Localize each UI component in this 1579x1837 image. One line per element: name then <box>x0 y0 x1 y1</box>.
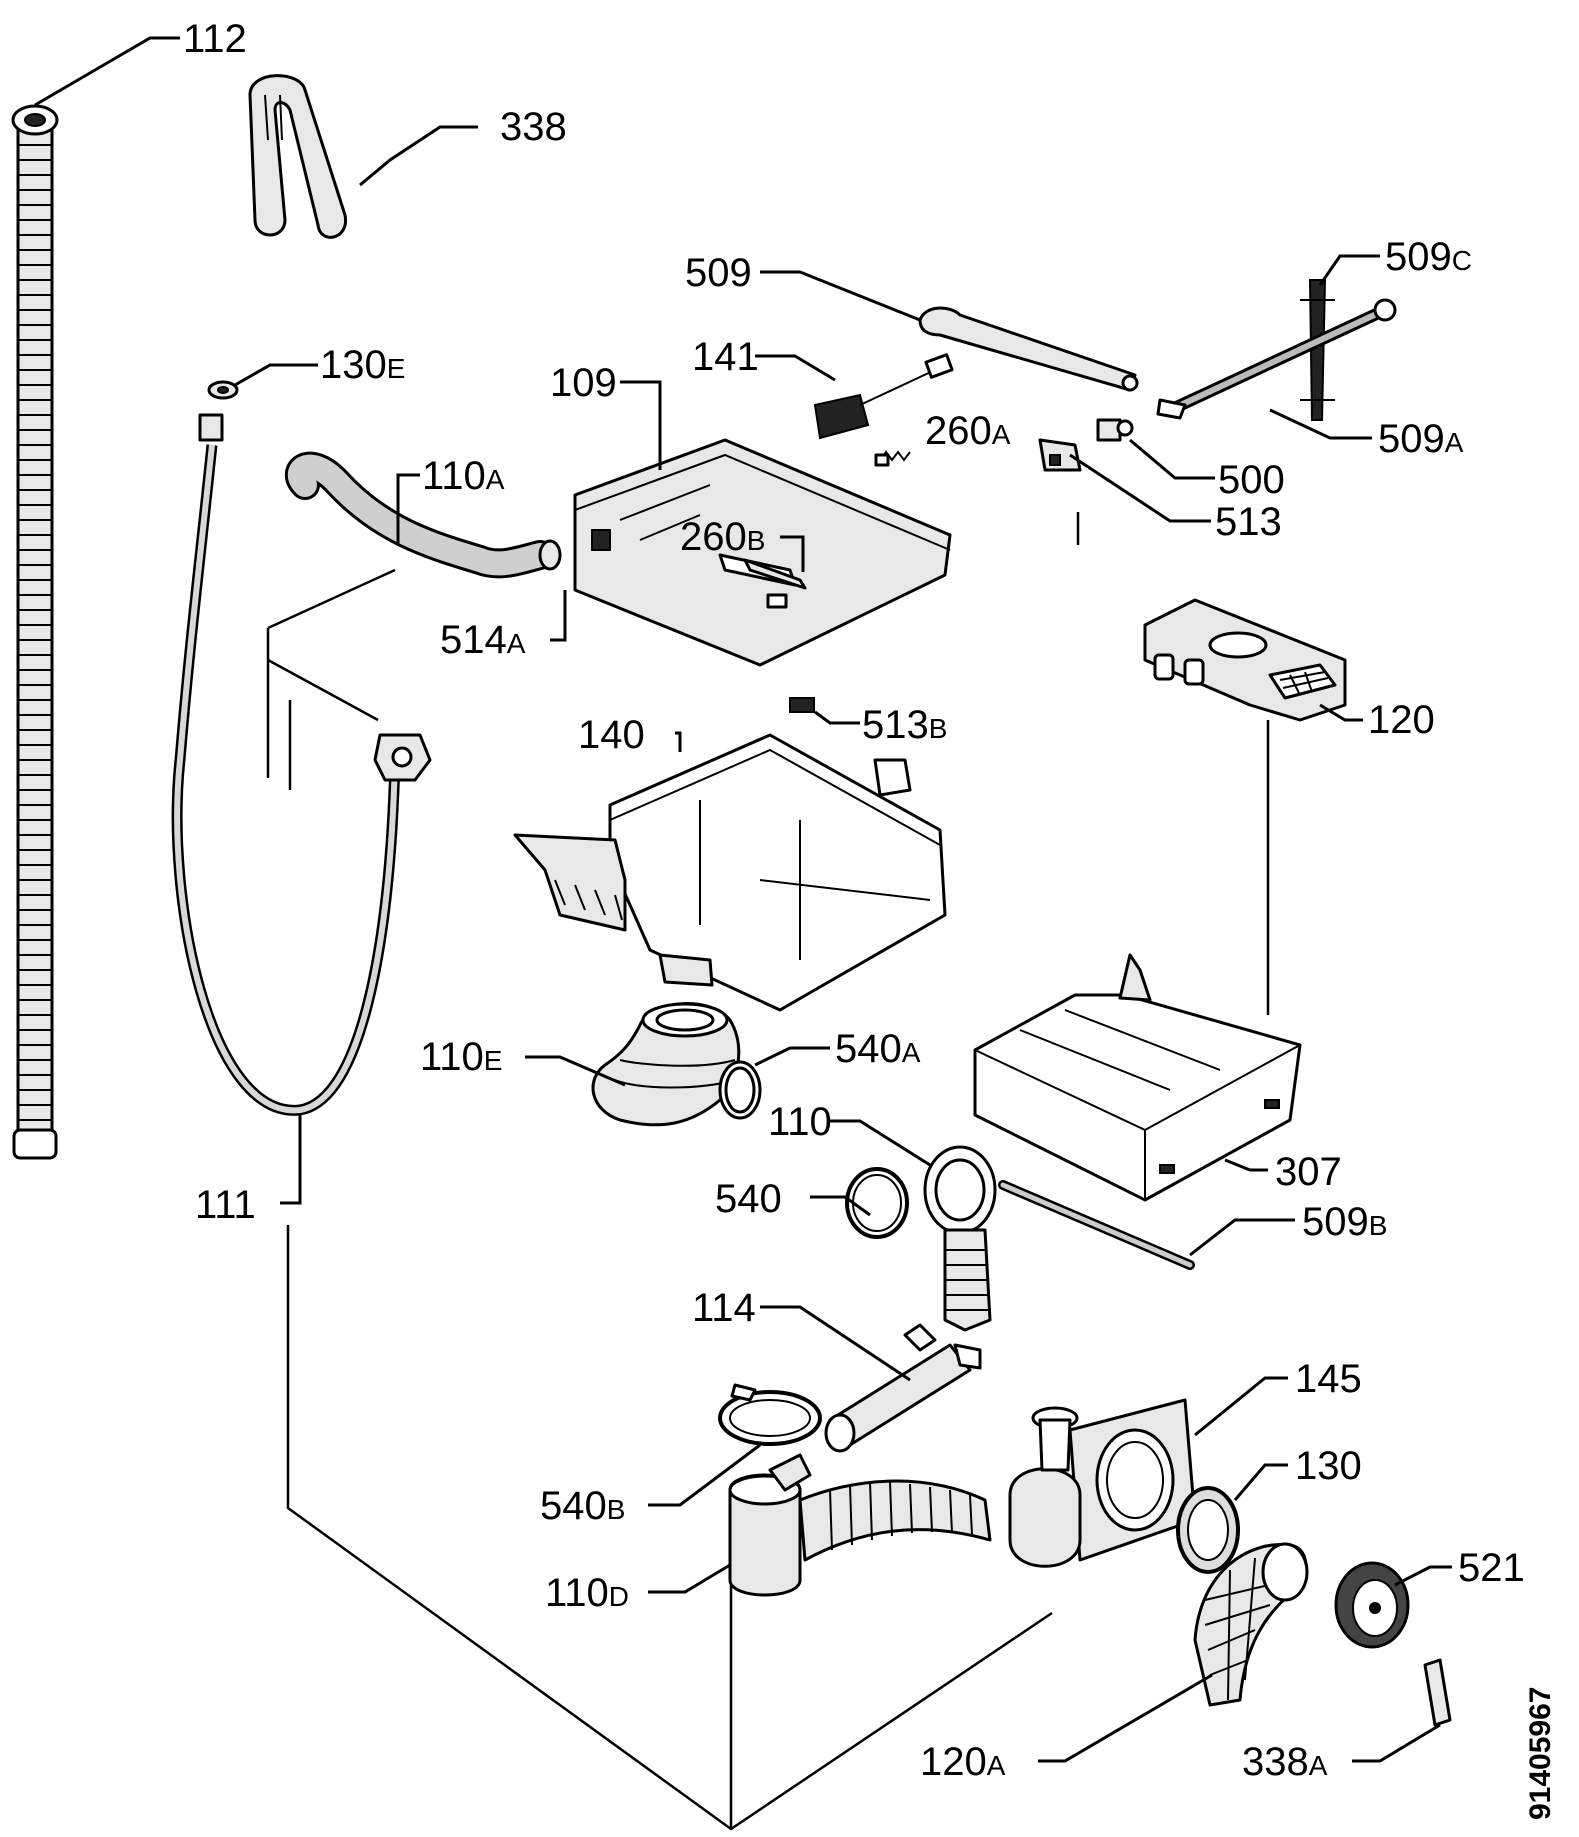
frame-lines <box>266 512 1270 1831</box>
label-338a: 338A <box>1242 1740 1328 1784</box>
label-513b: 513B <box>862 703 947 747</box>
label-120a: 120A <box>920 1740 1006 1784</box>
label-260a: 260A <box>925 409 1011 453</box>
label-513: 513 <box>1215 500 1282 544</box>
label-521: 521 <box>1458 1546 1525 1590</box>
part-513-holder <box>1038 438 1082 472</box>
label-112: 112 <box>183 17 247 61</box>
label-141: 141 <box>692 335 759 379</box>
part-307-detergent-drawer <box>973 953 1302 1202</box>
part-500-pin <box>1096 418 1134 442</box>
part-338-hose-hook <box>248 74 347 239</box>
label-509b: 509B <box>1302 1200 1387 1244</box>
label-109: 109 <box>550 361 617 405</box>
label-509c: 509C <box>1385 235 1472 279</box>
part-110e-bellows <box>591 1002 741 1127</box>
part-513b-clip <box>789 697 815 713</box>
part-141-sensor <box>813 353 954 440</box>
label-509a: 509A <box>1378 417 1464 461</box>
label-260b: 260B <box>680 515 765 559</box>
part-260b-spring <box>743 558 807 609</box>
part-509c-clip <box>1300 279 1335 421</box>
part-140-dispenser-housing <box>513 733 947 1012</box>
label-338: 338 <box>500 105 567 149</box>
label-110: 110 <box>768 1100 832 1144</box>
label-130: 130 <box>1295 1444 1362 1488</box>
label-145: 145 <box>1295 1357 1362 1401</box>
part-514a-clamp <box>538 539 562 571</box>
label-540: 540 <box>715 1177 782 1221</box>
part-130-seal <box>1176 1486 1240 1574</box>
label-110a: 110A <box>422 454 505 498</box>
part-110a-hose <box>284 451 555 579</box>
label-540a: 540A <box>835 1027 921 1071</box>
label-509: 509 <box>685 251 752 295</box>
leader-lines <box>34 36 1452 1763</box>
label-130e: 130E <box>320 343 405 387</box>
part-509b-rod <box>998 1180 1195 1270</box>
part-111-inlet-hose <box>171 413 432 1116</box>
label-307: 307 <box>1275 1150 1342 1194</box>
label-110d: 110D <box>545 1571 629 1615</box>
label-120: 120 <box>1368 698 1435 742</box>
part-110-bellow <box>923 1145 997 1332</box>
part-labels: 112 338 509 509C 141 130E 109 260A 509A … <box>183 17 1525 1784</box>
label-140: 140 <box>578 713 645 757</box>
part-120-cap <box>1143 598 1347 722</box>
label-110e: 110E <box>420 1035 502 1079</box>
part-145-drain-pump <box>1008 1398 1197 1568</box>
part-120a-filter <box>1193 1542 1309 1707</box>
part-130e-washer <box>207 380 239 400</box>
part-110d-sump-hose <box>728 1453 992 1597</box>
label-540b: 540B <box>540 1484 625 1528</box>
part-114-tube <box>824 1323 982 1453</box>
label-114: 114 <box>692 1286 756 1330</box>
part-112-drain-hose <box>11 104 59 1160</box>
part-540b-clamp <box>718 1383 822 1446</box>
part-509-lever <box>918 306 1139 392</box>
document-number: 91405967 <box>1524 1687 1557 1820</box>
part-338a-cover <box>1423 1658 1452 1727</box>
part-540-clamp <box>845 1167 909 1239</box>
part-260a-spring <box>874 450 911 467</box>
label-111: 111 <box>195 1183 256 1227</box>
part-521-knob <box>1334 1561 1410 1649</box>
part-540a-clamp <box>718 1060 762 1120</box>
label-500: 500 <box>1218 458 1285 502</box>
label-514a: 514A <box>440 618 526 662</box>
part-509a-rod <box>1156 298 1397 420</box>
